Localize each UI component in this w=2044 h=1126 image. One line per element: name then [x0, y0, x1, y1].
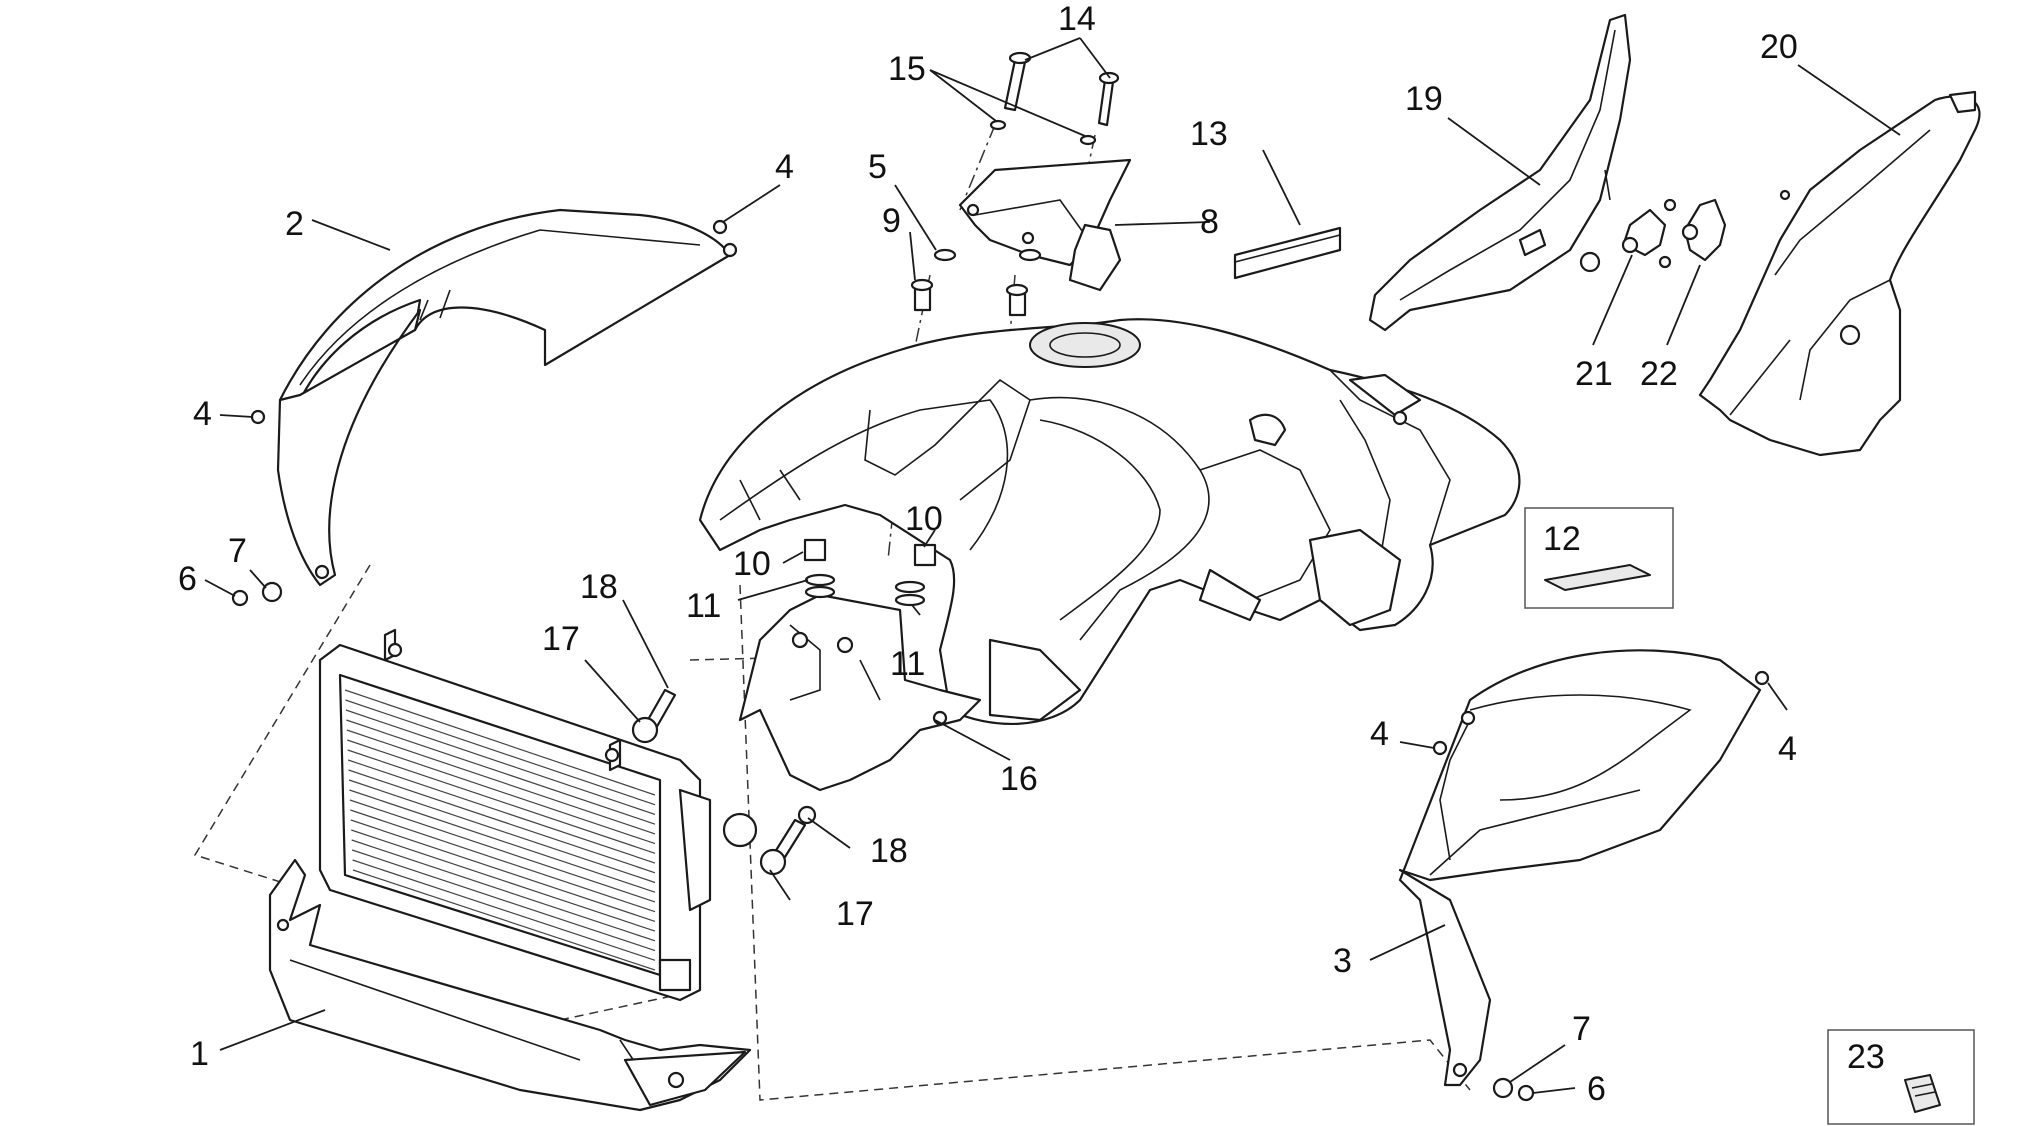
callout-13: 13: [1190, 115, 1228, 153]
callout-8: 8: [1200, 203, 1219, 241]
side-cover-19: [1368, 13, 1632, 332]
pins-14: [1003, 51, 1120, 127]
callout-4-right: 4: [1778, 730, 1797, 768]
grommets-5: [933, 248, 1042, 262]
side-cover-20: [1698, 90, 1981, 457]
radiator: [318, 628, 758, 1002]
spacers-9: [910, 278, 1029, 317]
callout-23: 23: [1847, 1038, 1885, 1076]
top-mount-bracket: [958, 158, 1132, 292]
callout-17-top: 17: [542, 620, 580, 658]
callout-16: 16: [1000, 760, 1038, 798]
rubber-spacers-10-11: [803, 538, 937, 607]
callout-3: 3: [1333, 942, 1352, 980]
callout-11-left: 11: [686, 587, 721, 625]
fuel-tank-body: [698, 318, 1521, 726]
callout-4-top: 4: [775, 148, 794, 186]
right-lower-cover: [1398, 649, 1762, 1087]
callout-18-bottom: 18: [870, 832, 908, 870]
callout-2: 2: [285, 205, 304, 243]
callout-15: 15: [888, 50, 926, 88]
callout-22: 22: [1640, 355, 1678, 393]
leader-lines: [204, 37, 1901, 1094]
callout-4-left: 4: [193, 395, 212, 433]
lower-front-panel: [268, 858, 752, 1112]
strip-13: [1233, 226, 1342, 280]
callout-5: 5: [868, 148, 887, 186]
callout-1: 1: [190, 1035, 209, 1073]
callout-21: 21: [1575, 355, 1613, 393]
clips-21-22: [1621, 198, 1727, 269]
callout-20: 20: [1760, 28, 1798, 66]
callout-4-right-mid: 4: [1370, 715, 1389, 753]
center-bracket: [738, 593, 982, 792]
callout-6-right: 6: [1587, 1070, 1606, 1108]
part-23-box: [1827, 1029, 1975, 1125]
callout-17-bottom: 17: [836, 895, 874, 933]
left-upper-cover: [276, 208, 738, 587]
callout-6-left: 6: [178, 560, 197, 598]
part-12-box: [1524, 507, 1674, 609]
washers-15: [989, 119, 1097, 146]
callout-12: 12: [1543, 520, 1581, 558]
callout-10-left: 10: [733, 545, 771, 583]
callout-11-right: 11: [890, 645, 925, 683]
callout-10-right: 10: [905, 500, 943, 538]
bolts-17-18: [631, 688, 817, 876]
callout-14: 14: [1058, 0, 1096, 38]
callout-18-top: 18: [580, 568, 618, 606]
callout-labels: 1 2 3 4 4 4 4 5 6 6 7 7 8 9 10 10 11 11 …: [178, 0, 1885, 1108]
callout-9: 9: [882, 202, 901, 240]
callout-7-left: 7: [228, 532, 247, 570]
callout-19: 19: [1405, 80, 1443, 118]
callout-7-right: 7: [1572, 1010, 1591, 1048]
